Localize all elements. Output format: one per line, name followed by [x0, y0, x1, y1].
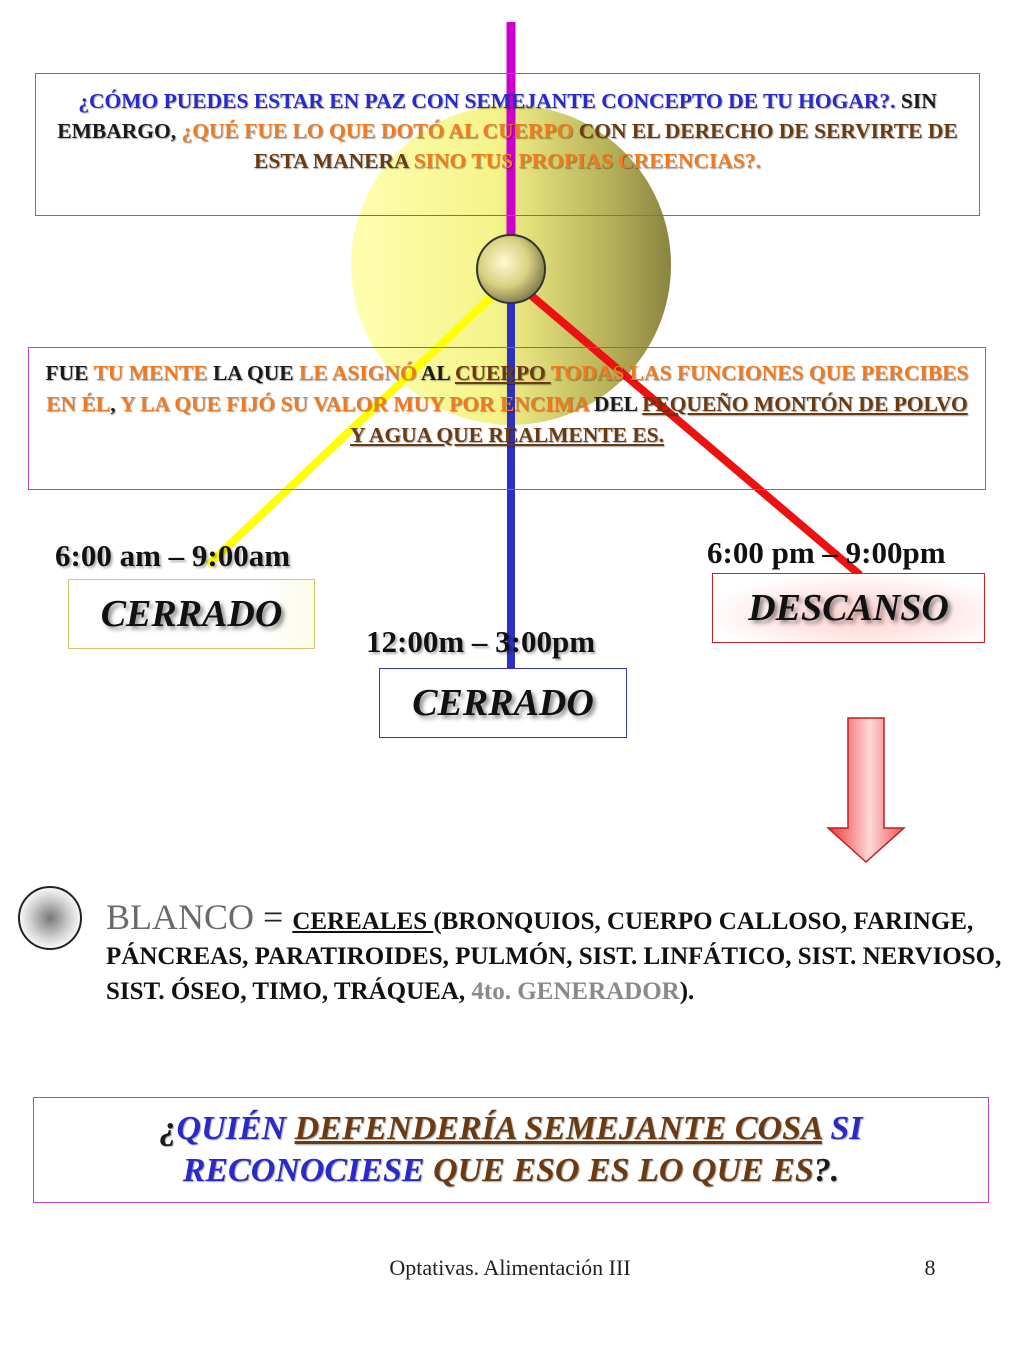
blanco-description: BLANCO = CEREALES (BRONQUIOS, CUERPO CAL… [106, 897, 1006, 1009]
bottom-question-box: ¿QUIÉN DEFENDERÍA SEMEJANTE COSA SI RECO… [33, 1097, 989, 1203]
bottom-text-4: DEFENDERÍA SEMEJANTE COSA [294, 1110, 822, 1147]
small-sun-circle [476, 234, 546, 304]
mid-text-4: LE ASIGNÓ [299, 361, 417, 385]
time-label-noon: 12:00m – 3:00pm [366, 624, 596, 659]
blanco-organs: (BRONQUIOS, CUERPO CALLOSO, FARINGE, PÁN… [106, 908, 1002, 1005]
mid-text-3: LA QUE [207, 361, 299, 385]
mid-text-6: CUERPO [454, 361, 551, 385]
top-text-5: SINO TUS PROPIAS CREENCIAS?. [413, 149, 761, 173]
mid-text-5: AL [416, 361, 455, 385]
bottom-text-6: SI RECONOCIESE [182, 1110, 863, 1189]
mid-statement-box: FUE TU MENTE LA QUE LE ASIGNÓ AL CUERPO … [28, 347, 986, 490]
bottom-text-8: QUE ESO ES LO QUE ES [433, 1152, 814, 1189]
top-text-3: ¿QUÉ FUE LO QUE DOTÓ AL CUERPO [181, 119, 574, 143]
bottom-text-9: ?. [813, 1152, 840, 1189]
top-text-1: ¿CÓMO PUEDES ESTAR EN PAZ CON SEMEJANTE … [78, 89, 896, 113]
bottom-text-1: ¿ [159, 1110, 177, 1147]
mid-text-2: TU MENTE [93, 361, 208, 385]
bottom-text-3 [286, 1110, 295, 1147]
line-right [517, 282, 863, 579]
bullet-circle-icon [18, 886, 82, 950]
status-box-noon: CERRADO [379, 668, 627, 738]
mid-text-1: FUE [45, 361, 94, 385]
blanco-close: ). [679, 978, 695, 1005]
blanco-generator: 4to. GENERADOR [471, 978, 680, 1005]
mid-text-11: PEQUEÑO MONTÓN DE POLVO Y AGUA QUE REALM… [350, 392, 968, 447]
time-label-morning: 6:00 am – 9:00am [55, 538, 291, 573]
status-box-evening: DESCANSO [712, 573, 985, 643]
line-left [205, 281, 508, 568]
mid-text-8: , [110, 392, 121, 416]
mid-text-9: Y LA QUE FIJÓ SU VALOR MUY POR ENCIMA [120, 392, 589, 416]
top-text-4: CON EL DERECHO DE SERVIRTE DE ESTA MANER… [254, 119, 958, 173]
footer-title: Optativas. Alimentación III [389, 1255, 631, 1280]
top-question-box: ¿CÓMO PUEDES ESTAR EN PAZ CON SEMEJANTE … [35, 73, 980, 216]
time-label-evening: 6:00 pm – 9:00pm [707, 535, 946, 570]
page-number: 8 [924, 1255, 936, 1280]
down-arrow-icon [826, 717, 906, 864]
blanco-word: BLANCO [106, 897, 255, 937]
mid-text-7: TODAS LAS FUNCIONES QUE PERCIBES EN ÉL [46, 361, 969, 416]
blanco-equals: = [254, 897, 293, 937]
top-text-2: SIN EMBARGO, [57, 89, 937, 143]
mid-text-10: DEL [588, 392, 643, 416]
blanco-cereales: CEREALES [292, 908, 434, 935]
bottom-text-2: QUIÉN [176, 1110, 287, 1147]
bottom-text-7 [425, 1152, 434, 1189]
status-box-morning: CERRADO [68, 579, 315, 649]
